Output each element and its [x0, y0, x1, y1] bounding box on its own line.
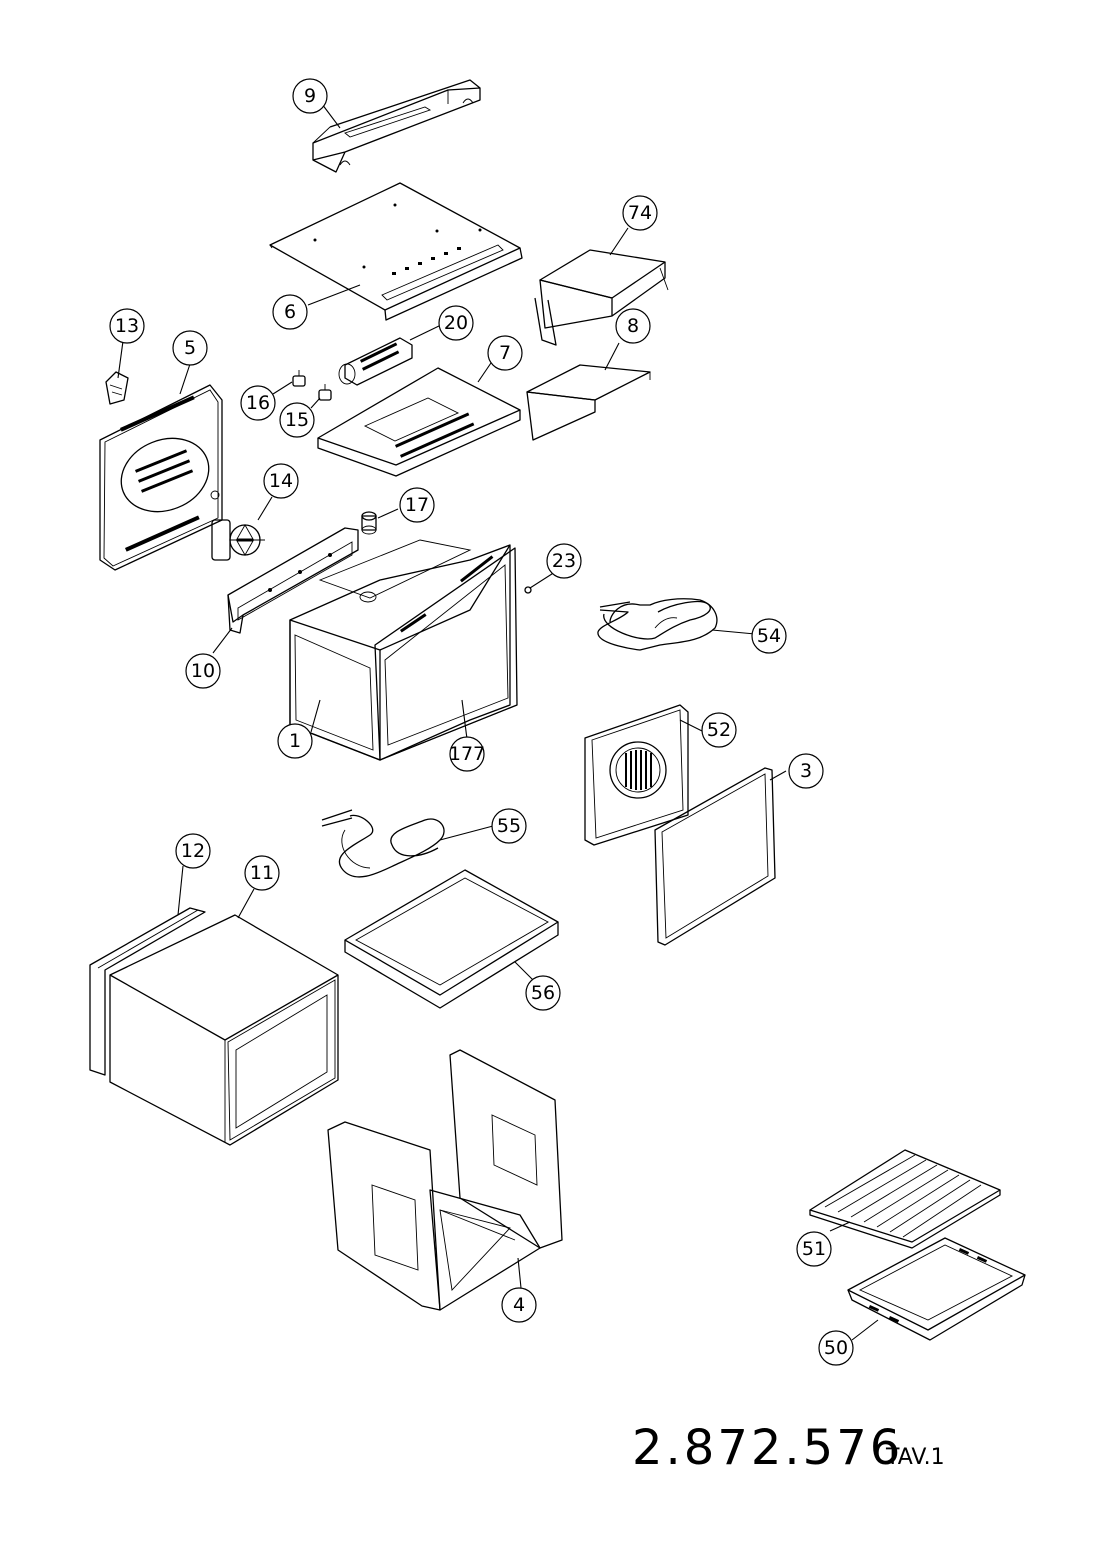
svg-text:13: 13 [115, 315, 139, 337]
callout-51: 51 [796, 1231, 832, 1267]
svg-text:10: 10 [191, 660, 215, 682]
svg-text:3: 3 [800, 760, 812, 782]
part-74-side-panel [534, 249, 669, 346]
callout-6: 6 [272, 294, 308, 330]
callout-10: 10 [185, 653, 221, 689]
part-13-connector [105, 371, 129, 405]
table-label: TAV.1 [886, 1445, 945, 1470]
part-9-air-duct [312, 79, 481, 173]
callout-13: 13 [109, 308, 145, 344]
part-52-fan-cover [584, 704, 689, 846]
svg-text:55: 55 [497, 815, 521, 837]
svg-text:177: 177 [449, 743, 485, 765]
svg-text:17: 17 [405, 494, 429, 516]
part-5-rear-panel [99, 384, 223, 571]
callout-23: 23 [546, 543, 582, 579]
part-14-fan-motor [211, 519, 265, 561]
callout-3: 3 [788, 753, 824, 789]
part-55-bottom-element [321, 809, 445, 878]
callout-8: 8 [615, 308, 651, 344]
part-51-wire-rack [809, 1149, 1001, 1249]
callout-15: 15 [279, 402, 315, 438]
svg-text:12: 12 [181, 840, 205, 862]
part-8-side-plate [526, 364, 651, 441]
part-17-oven-lamp [361, 511, 377, 535]
svg-text:15: 15 [285, 409, 309, 431]
callout-54: 54 [751, 618, 787, 654]
part-3-door-gasket [654, 767, 776, 946]
svg-text:50: 50 [824, 1337, 848, 1359]
callout-50: 50 [818, 1330, 854, 1366]
svg-text:23: 23 [552, 550, 576, 572]
callout-1: 1 [277, 723, 313, 759]
part-20-cooling-fan [338, 337, 413, 386]
callout-7: 7 [487, 335, 523, 371]
callout-5: 5 [172, 330, 208, 366]
svg-text:9: 9 [304, 85, 316, 107]
callout-177: 177 [449, 736, 485, 772]
part-16-thermostat [292, 370, 306, 387]
svg-text:56: 56 [531, 982, 555, 1004]
svg-text:7: 7 [499, 342, 511, 364]
svg-text:1: 1 [289, 730, 301, 752]
drawing-number: 2.872.576 [632, 1420, 904, 1476]
svg-text:8: 8 [627, 315, 639, 337]
part-10-bracket [227, 527, 359, 634]
callout-4: 4 [501, 1287, 537, 1323]
callout-9: 9 [292, 78, 328, 114]
svg-text:11: 11 [250, 862, 274, 884]
svg-text:14: 14 [269, 470, 293, 492]
callout-17: 17 [399, 487, 435, 523]
callout-20: 20 [438, 305, 474, 341]
svg-text:52: 52 [707, 719, 731, 741]
callout-14: 14 [263, 463, 299, 499]
part-11-insulation-sleeve [109, 914, 339, 1146]
part-50-baking-tray [847, 1237, 1026, 1341]
callout-74: 74 [622, 195, 658, 231]
callout-56: 56 [525, 975, 561, 1011]
callout-11: 11 [244, 855, 280, 891]
svg-text:4: 4 [513, 1294, 525, 1316]
part-56-drip-tray [344, 869, 559, 1009]
svg-text:16: 16 [246, 392, 270, 414]
callout-12: 12 [175, 833, 211, 869]
callout-52: 52 [701, 712, 737, 748]
part-1-oven-cavity [289, 539, 518, 761]
svg-text:51: 51 [802, 1238, 826, 1260]
svg-text:5: 5 [184, 337, 196, 359]
svg-text:20: 20 [444, 312, 468, 334]
svg-text:6: 6 [284, 301, 296, 323]
part-12-insulation [89, 907, 206, 1076]
part-7-inner-top [317, 367, 521, 477]
svg-text:74: 74 [628, 202, 652, 224]
part-4-cabinet-frame [327, 1049, 563, 1311]
part-54-grill-element [597, 598, 718, 651]
callout-16: 16 [240, 385, 276, 421]
svg-text:54: 54 [757, 625, 781, 647]
part-6-top-cover [269, 182, 523, 321]
part-15-thermostat [318, 384, 332, 401]
leader-lines [117, 103, 879, 1341]
callout-55: 55 [491, 808, 527, 844]
part-23-screw [524, 586, 532, 594]
